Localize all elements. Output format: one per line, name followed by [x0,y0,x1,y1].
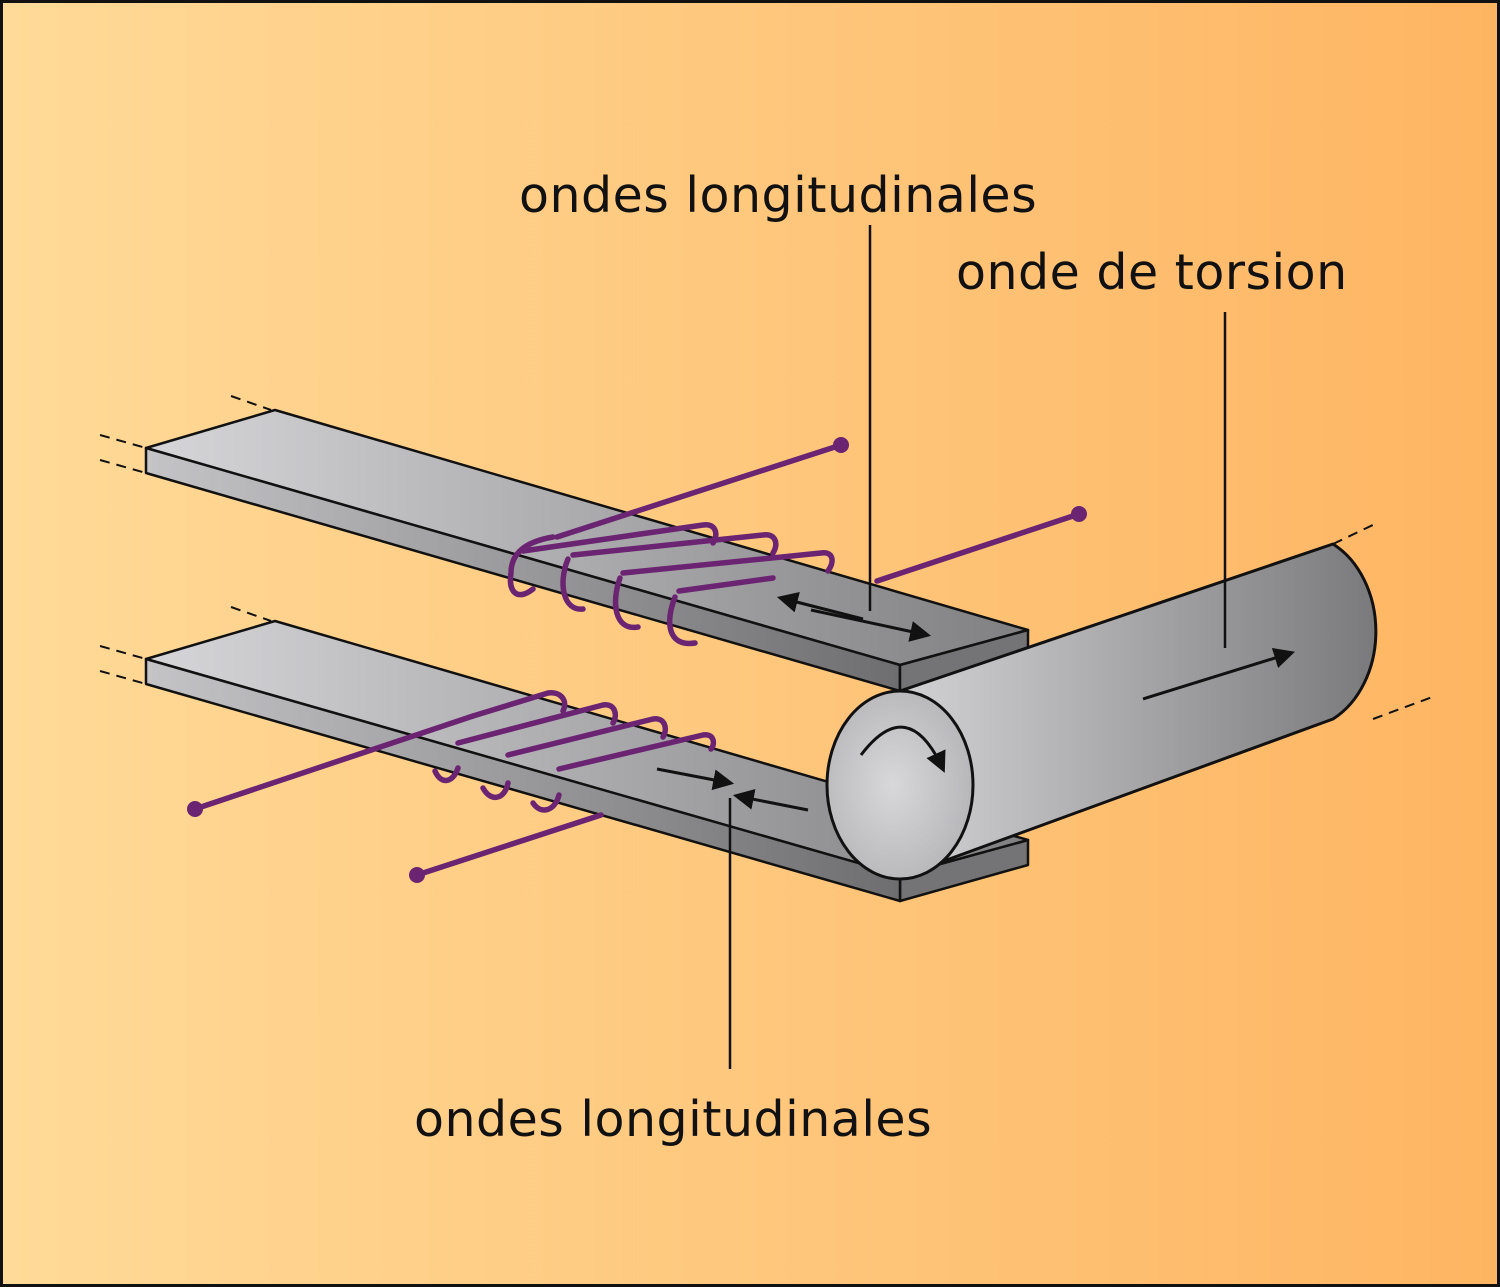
label-bottom-longitudinal-waves: ondes longitudinales [414,1091,933,1148]
cylinder-break-marks [1332,523,1436,720]
bottom-longitudinal-arrows [656,767,809,812]
top-strip [99,395,1030,693]
delay-line-diagram [99,225,1436,1069]
arrow-icon [776,591,864,621]
bottom-strip [99,606,1030,903]
arrow-icon [810,608,932,642]
curved-arrow-icon [859,725,946,773]
arrow-icon [656,767,735,791]
leader-lines [728,225,1227,1069]
label-torsion-wave: onde de torsion [956,244,1348,301]
arrow-icon [732,788,809,812]
top-strip-break-marks [99,395,272,474]
bottom-coil-icon [187,690,717,883]
top-coil-icon [507,437,1087,647]
top-longitudinal-arrows [776,591,932,642]
label-top-longitudinal-waves: ondes longitudinales [519,167,1038,224]
torsion-cylinder [825,523,1436,881]
bottom-strip-break-marks [99,606,272,685]
arrow-icon [1142,647,1296,701]
